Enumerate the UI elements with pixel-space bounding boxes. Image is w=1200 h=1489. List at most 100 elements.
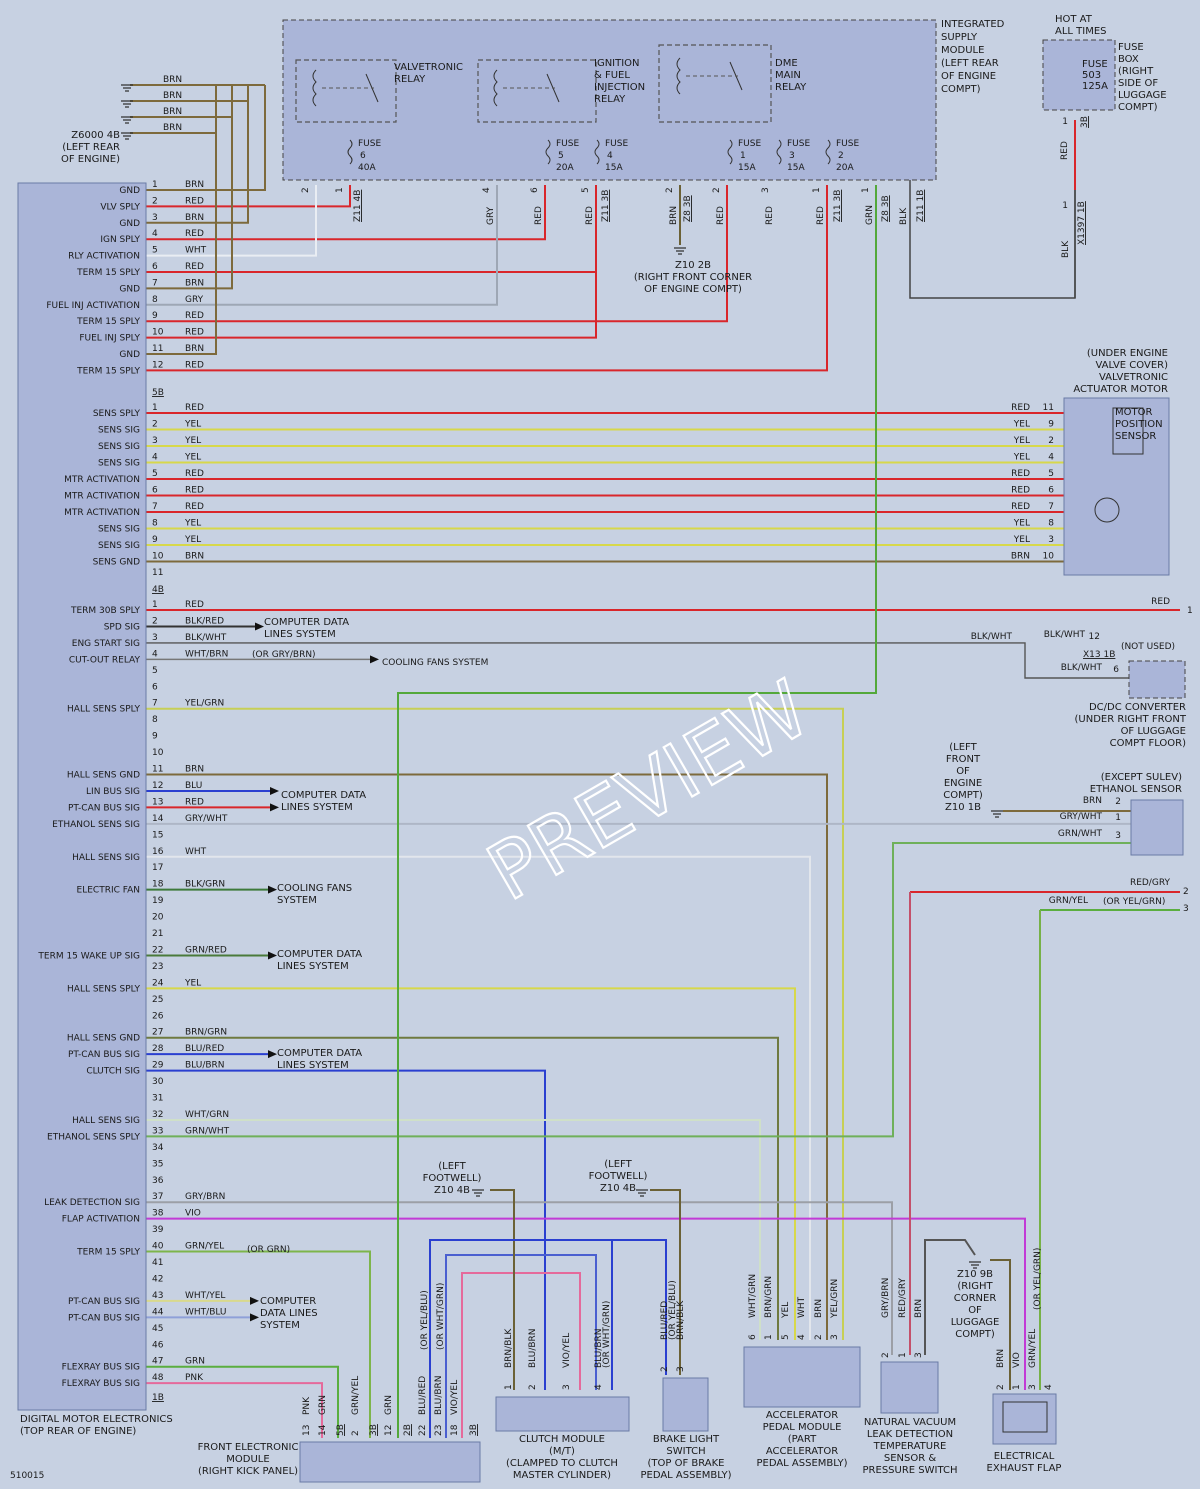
fem-pin-12: 12	[384, 1425, 394, 1436]
motor-wire-7: RED	[1011, 502, 1030, 512]
ignition-fuel-relay	[477, 59, 597, 123]
nvld-label-line-0: NATURAL VACUUM	[864, 1417, 956, 1428]
relay-ign-label-line-0: IGNITION	[594, 58, 640, 69]
fuse-2-num: 2	[838, 151, 844, 161]
fuse-2-symbol	[825, 139, 831, 165]
connector-5b: 5B	[152, 388, 164, 398]
dme-5b-wire-10: BRN	[185, 552, 204, 562]
app-wire-2: YEL	[781, 1302, 791, 1319]
app-wire-1: BRN/GRN	[764, 1276, 774, 1318]
fem-wire-4: BLU/RED	[418, 1376, 428, 1415]
motor-pin-3: 2	[1048, 436, 1054, 446]
ism-wire-2: GRY	[486, 206, 496, 225]
relay-ign-label-line-3: RELAY	[594, 94, 626, 105]
z6000-brn-label-3: BRN	[163, 123, 182, 133]
ism-label-line-2: MODULE	[941, 45, 984, 56]
dme-4b-pin-41: 41	[152, 1258, 163, 1268]
dme-5b-wire-5: RED	[185, 469, 204, 479]
blkwht2-pin: 12	[1089, 632, 1100, 642]
app-wire-3: WHT	[797, 1296, 807, 1318]
ground-z6000-symbol-3	[121, 132, 133, 140]
clutch-label-line-1: (M/T)	[549, 1446, 575, 1457]
ref-cfs-4b-18-line-1: SYSTEM	[277, 895, 317, 906]
wire-4b-38	[146, 1217, 1026, 1390]
dme-6b-sig-11: GND	[119, 350, 140, 360]
dme-6b-pin-4: 4	[152, 229, 158, 239]
dme-6b-sig-9: TERM 15 SPLY	[76, 317, 140, 327]
fuse-4-num: 4	[607, 151, 613, 161]
eth-gnw-label: GRN/WHT	[1058, 829, 1103, 839]
dme-4b-pin-1: 1	[152, 600, 158, 610]
dme-6b-sig-7: GND	[119, 284, 140, 294]
ref-cdls-4b-2-line-1: LINES SYSTEM	[264, 629, 336, 640]
ground-z10-9b	[969, 1261, 981, 1269]
fusebox-label-line-5: COMPT)	[1118, 102, 1158, 113]
flap-motor-symbol	[1002, 1401, 1048, 1433]
dme-5b-pin-11: 11	[152, 568, 163, 578]
fuse-6-num: 6	[360, 151, 366, 161]
valvetronic-actuator-motor	[1063, 397, 1170, 576]
nvld-label-line-3: SENSOR &	[884, 1453, 936, 1464]
dme-4b-pin-48: 48	[152, 1373, 164, 1383]
z10-2b-label-line-1: (RIGHT FRONT CORNER	[634, 272, 752, 283]
dme-5b-pin-2: 2	[152, 420, 158, 430]
fuse-5-amp: 20A	[556, 163, 574, 173]
fusebox-label-line-2: (RIGHT	[1118, 66, 1154, 77]
dme-6b-pin-12: 12	[152, 360, 163, 370]
ground-z10-4b-b	[636, 1189, 648, 1197]
z10-1b-label-line-1: FRONT	[946, 754, 981, 765]
ref-cdls-4b-28-line-1: LINES SYSTEM	[277, 1060, 349, 1071]
ref-or-yel-grn-flap: (OR YEL/GRN)	[1033, 1248, 1043, 1310]
dme-4b-sig-3: ENG START SIG	[72, 639, 140, 649]
fb-red-label: RED	[1060, 141, 1070, 160]
ethanol-sensor	[1130, 799, 1184, 856]
wire-4b-29	[146, 1069, 546, 1390]
dme-5b-wire-7: RED	[185, 502, 204, 512]
ism-wire-4: RED	[585, 206, 595, 225]
dme-6b-pin-5: 5	[152, 246, 158, 256]
fuse-1-num: 1	[740, 151, 746, 161]
brake-label-line-2: (TOP OF BRAKE	[647, 1458, 724, 1469]
dme-4b-pin-35: 35	[152, 1159, 163, 1169]
clutch-pin-2: 2	[528, 1384, 538, 1390]
vt-motor-label-line-2: VALVETRONIC	[1099, 372, 1168, 383]
z6000-brn-label-0: BRN	[163, 75, 182, 85]
dme-5b-sig-4: SENS SIG	[98, 459, 140, 469]
dme-4b-pin-8: 8	[152, 715, 158, 725]
dme-4b-pin-24: 24	[152, 978, 164, 988]
fuse-5-symbol	[545, 139, 551, 165]
dme-6b-wire-8: GRY	[185, 295, 204, 305]
z10-9b-label-line-5: COMPT)	[955, 1329, 995, 1340]
dme-4b-sig-48: FLEXRAY BUS SIG	[62, 1379, 140, 1389]
dme-6b-wire-7: BRN	[185, 278, 204, 288]
wire-4b-11	[146, 773, 828, 1340]
relay-vt-label-line-0: VALVETRONIC	[394, 62, 463, 73]
fem-label-line-0: FRONT ELECTRONIC	[198, 1442, 299, 1453]
dme-4b-sig-22: TERM 15 WAKE UP SIG	[37, 951, 140, 961]
clutch-pin-4: 4	[594, 1384, 604, 1390]
dme-4b-pin-44: 44	[152, 1307, 164, 1317]
motor-pin-5: 5	[1048, 469, 1054, 479]
ism-wire-7: RED	[765, 206, 775, 225]
clutch-wire-3: BLU/BRN	[594, 1328, 604, 1368]
dme-6b-wire-3: BRN	[185, 213, 204, 223]
z6000-brn-label-1: BRN	[163, 91, 182, 101]
fem-pin-23: 23	[434, 1425, 444, 1436]
ref-cdls-4b-2-line-0: COMPUTER DATA	[264, 617, 349, 628]
dme-5b-sig-6: MTR ACTIVATION	[64, 492, 140, 502]
mps-label-line-2: SENSOR	[1115, 431, 1156, 442]
dme-4b-pin-23: 23	[152, 962, 163, 972]
dme-5b-sig-5: MTR ACTIVATION	[64, 475, 140, 485]
wire-6b-9	[146, 185, 728, 323]
z10-1b-label-line-3: ENGINE	[944, 778, 982, 789]
app-pin-2: 2	[814, 1334, 824, 1340]
flap-wire-1: VIO	[1012, 1352, 1022, 1368]
arrow-4b-4	[370, 655, 379, 664]
z10-4b-a-label-line-0: (LEFT	[438, 1161, 466, 1172]
dme-5b-sig-8: SENS SIG	[98, 525, 140, 535]
dme-4b-pin-28: 28	[152, 1044, 164, 1054]
z10-4b-b-label-line-0: (LEFT	[604, 1159, 632, 1170]
dme-5b-sig-9: SENS SIG	[98, 541, 140, 551]
ref-or-grn: (OR GRN)	[247, 1245, 290, 1255]
